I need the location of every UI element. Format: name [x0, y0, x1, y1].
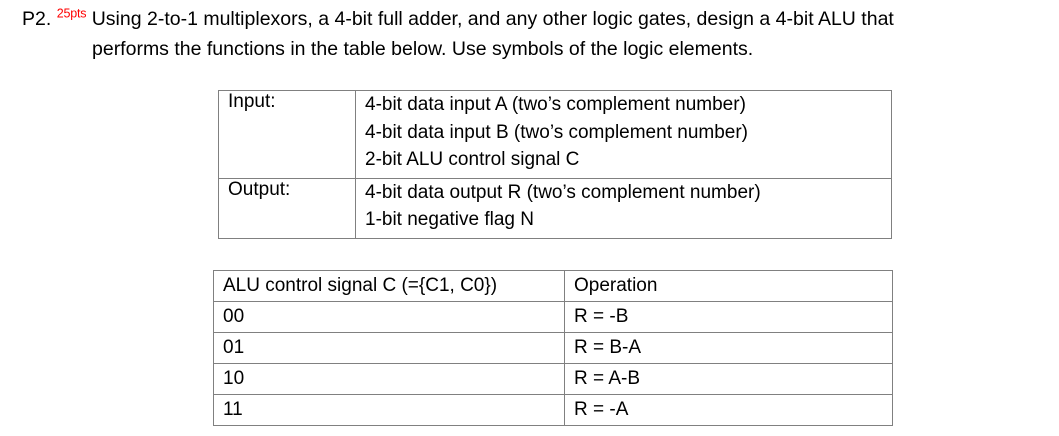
alu-operation-table: ALU control signal C (={C1, C0}) Operati…: [213, 270, 893, 426]
table-row: 11 R = -A: [213, 394, 893, 426]
io-output-line-2: 1-bit negative flag N: [365, 209, 534, 230]
problem-line-1: P2. 25pts Using 2-to-1 multiplexors, a 4…: [0, 4, 1059, 34]
op-row-0-operation: R = -B: [564, 301, 893, 333]
problem-statement: P2. 25pts Using 2-to-1 multiplexors, a 4…: [0, 4, 1059, 64]
op-row-3-operation: R = -A: [564, 394, 893, 426]
op-table-header-control: ALU control signal C (={C1, C0}): [213, 270, 565, 302]
op-table-header-operation: Operation: [564, 270, 893, 302]
problem-number: P2.: [22, 8, 52, 30]
op-row-3-control: 11: [213, 394, 565, 426]
io-row-label-input: Input:: [218, 90, 356, 179]
problem-line-2: performs the functions in the table belo…: [0, 34, 1059, 64]
table-header-row: ALU control signal C (={C1, C0}) Operati…: [213, 270, 893, 302]
io-input-line-2: 4-bit data input B (two’s complement num…: [365, 121, 748, 143]
io-row-desc-input: 4-bit data input A (two’s complement num…: [355, 90, 892, 179]
op-row-0-control: 00: [213, 301, 565, 333]
problem-points-badge: 25pts: [56, 6, 87, 21]
table-row: 00 R = -B: [213, 301, 893, 333]
io-input-line-1: 4-bit data input A (two’s complement num…: [365, 94, 746, 115]
op-row-1-control: 01: [213, 332, 565, 364]
table-row: 10 R = A-B: [213, 363, 893, 395]
io-row-desc-output: 4-bit data output R (two’s complement nu…: [355, 177, 892, 239]
op-row-1-operation: R = B-A: [564, 332, 893, 364]
problem-text-line-1: Using 2-to-1 multiplexors, a 4-bit full …: [91, 8, 894, 30]
table-row: 01 R = B-A: [213, 332, 893, 364]
io-input-line-3: 2-bit ALU control signal C: [365, 149, 580, 170]
io-output-line-1: 4-bit data output R (two’s complement nu…: [365, 181, 761, 203]
io-specification-table: Input: 4-bit data input A (two’s complem…: [218, 90, 892, 239]
problem-text-line-2: performs the functions in the table belo…: [92, 38, 754, 60]
io-row-label-output: Output:: [218, 177, 356, 239]
op-row-2-operation: R = A-B: [564, 363, 893, 395]
table-row: Input: 4-bit data input A (two’s complem…: [218, 90, 892, 179]
table-row: Output: 4-bit data output R (two’s compl…: [218, 177, 892, 239]
op-row-2-control: 10: [213, 363, 565, 395]
